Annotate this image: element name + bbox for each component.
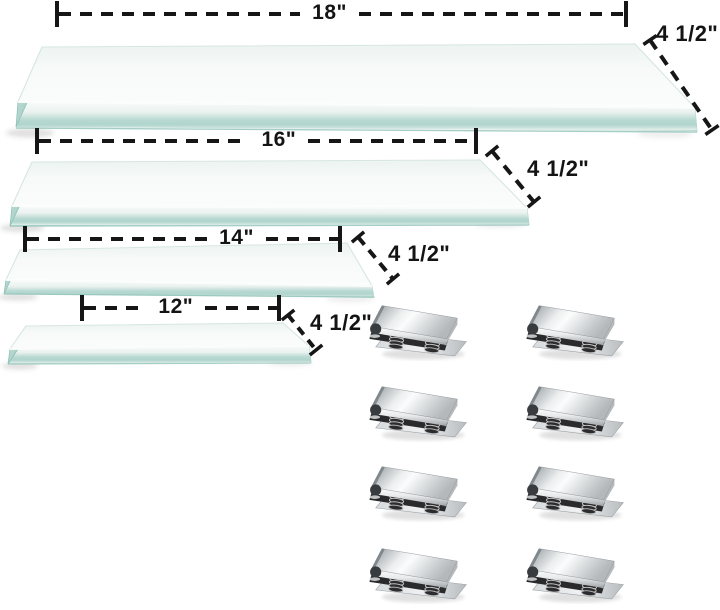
length-dimension-16: 16": [35, 128, 478, 154]
depth-label-14: 4 1/2": [388, 241, 451, 266]
length-dimension-14: 14": [23, 226, 342, 252]
dimension-dashes: [358, 12, 624, 16]
length-dimension-18: 18": [55, 1, 628, 27]
glass-clamp-bracket: [526, 467, 623, 521]
dimension-dashes: [84, 306, 147, 310]
glass-clamp-bracket: [369, 387, 466, 441]
dimension-dashes: [59, 12, 301, 16]
length-label-12: 12": [158, 295, 194, 318]
glass-clamp-bracket: [369, 306, 466, 360]
length-label-16: 16": [261, 128, 297, 151]
glass-clamp-bracket: [369, 467, 466, 521]
depth-dimension-18: [642, 34, 720, 136]
dimension-dashes: [205, 306, 277, 310]
dimension-dashes: [265, 237, 338, 241]
dimension-dashes: [27, 237, 208, 241]
dimension-tick: [80, 295, 84, 321]
glass-clamp-bracket: [526, 387, 623, 441]
brackets-grid: [369, 306, 623, 603]
glass-shelf-12: [7, 321, 312, 365]
depth-label-16: 4 1/2": [527, 156, 590, 181]
dimension-tick: [35, 128, 39, 154]
length-label-18: 18": [312, 1, 347, 24]
depth-dimension-16: [484, 144, 542, 209]
glass-clamp-bracket: [369, 549, 466, 603]
depth-dimension-lines: [280, 34, 720, 357]
dimension-tick: [624, 1, 628, 27]
depth-label-18: 4 1/2": [656, 21, 719, 46]
dimension-dashes: [308, 139, 474, 143]
depth-label-12: 4 1/2": [310, 310, 373, 335]
depth-dimension-14: [350, 230, 401, 286]
dimension-tick: [277, 295, 281, 321]
dimension-tick: [55, 1, 59, 27]
dimension-tick: [23, 226, 27, 252]
dimension-dashes: [39, 139, 250, 143]
glass-shelf-18: [15, 42, 698, 133]
glass-shelf-14: [3, 242, 375, 299]
glass-clamp-bracket: [526, 549, 623, 603]
length-dimension-12: 12": [80, 295, 281, 321]
depth-dimension-12: [280, 308, 324, 357]
glass-shelf-16: [9, 158, 530, 227]
dimension-tick: [338, 226, 342, 252]
length-label-14: 14": [219, 226, 254, 249]
dimension-tick: [474, 128, 478, 154]
glass-clamp-bracket: [526, 306, 623, 360]
